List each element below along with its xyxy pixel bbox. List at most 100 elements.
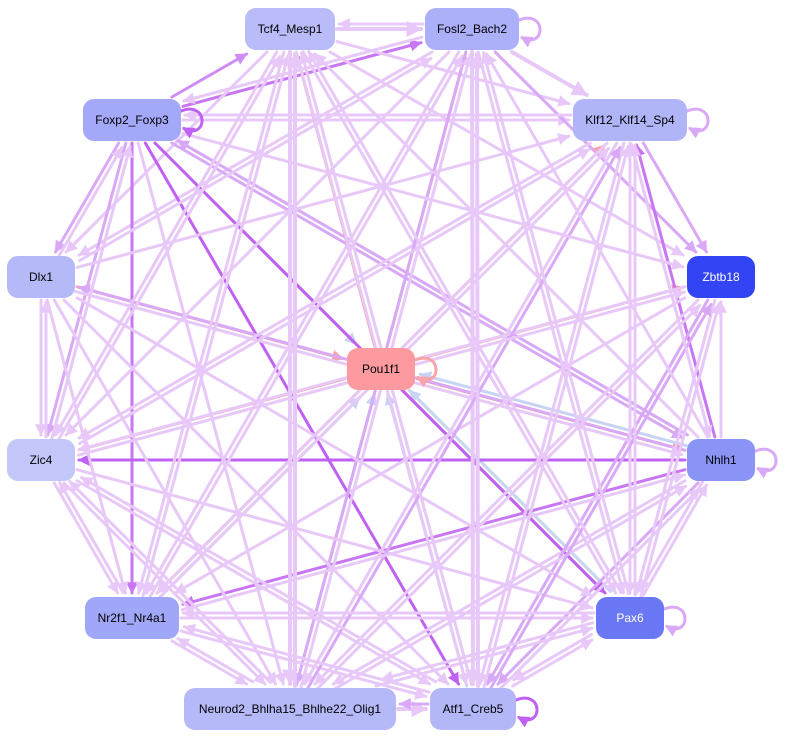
- node-label-dlx1: Dlx1: [29, 270, 53, 284]
- node-zic4: Zic4: [7, 439, 75, 481]
- edge-nhlh1-to-foxp2: [176, 139, 689, 437]
- edge-pax6-to-pou1f1: [408, 388, 613, 593]
- node-box-foxp2: [83, 99, 181, 141]
- self-loop-foxp2: [178, 107, 204, 139]
- self-loop-nhlh1: [752, 447, 778, 479]
- node-box-atf1: [430, 688, 516, 730]
- node-fosl2: Fosl2_Bach2: [425, 8, 519, 50]
- edge-dlx1-to-fosl2: [77, 56, 433, 263]
- edge-dlx1-to-klf12: [75, 133, 571, 269]
- edge-atf1-to-fosl2: [469, 51, 486, 688]
- edge-zic4-to-tcf4: [57, 55, 282, 442]
- edge-foxp2-to-neurod2: [136, 141, 287, 686]
- edge-nhlh1-to-atf1: [496, 481, 700, 686]
- node-klf12: Klf12_Klf14_Sp4: [573, 99, 687, 141]
- edge-tcf4-to-nr2f1: [135, 50, 286, 595]
- edge-fosl2-to-atf1: [464, 50, 481, 686]
- node-pax6: Pax6: [596, 597, 664, 639]
- edges-layer: [35, 18, 727, 717]
- node-foxp2: Foxp2_Foxp3: [83, 99, 181, 141]
- node-tcf4: Tcf4_Mesp1: [245, 8, 335, 50]
- edge-neurod2-to-zic4: [68, 479, 273, 684]
- edge-nhlh1-to-neurod2: [331, 479, 687, 686]
- node-zbtb18: Zbtb18: [687, 256, 755, 298]
- node-box-tcf4: [245, 8, 335, 50]
- edge-atf1-to-klf12: [482, 144, 632, 689]
- node-pou1f1: Pou1f1: [347, 348, 415, 390]
- edge-klf12-to-atf1: [476, 141, 626, 686]
- node-atf1: Atf1_Creb5: [430, 688, 516, 730]
- node-dlx1: Dlx1: [7, 256, 75, 298]
- edge-klf12-to-nhlh1: [629, 142, 713, 438]
- node-label-foxp2: Foxp2_Foxp3: [95, 113, 169, 127]
- node-box-pou1f1: [347, 348, 415, 390]
- edge-nr2f1-to-tcf4: [141, 53, 292, 598]
- node-box-fosl2: [425, 8, 519, 50]
- node-box-pax6: [596, 597, 664, 639]
- node-label-zic4: Zic4: [30, 453, 53, 467]
- edge-nr2f1-to-nhlh1: [180, 472, 686, 612]
- edge-klf12-to-zic4: [77, 141, 592, 440]
- self-loop-pax6: [661, 605, 687, 637]
- edge-nr2f1-to-fosl2: [148, 54, 464, 599]
- self-loops-layer: [178, 16, 778, 728]
- edge-pax6-to-zbtb18: [639, 301, 723, 598]
- edge-tcf4-to-pax6: [301, 50, 618, 595]
- edge-tcf4-to-dlx1: [64, 50, 269, 254]
- edge-pax6-to-nhlh1: [641, 483, 709, 597]
- node-box-dlx1: [7, 256, 75, 298]
- edge-fosl2-to-zic4: [64, 50, 451, 437]
- edge-dlx1-to-pax6: [75, 296, 594, 598]
- node-label-klf12: Klf12_Klf14_Sp4: [585, 113, 675, 127]
- edge-atf1-to-nhlh1: [497, 487, 702, 692]
- edge-zbtb18-to-nr2f1: [173, 296, 687, 595]
- edge-dlx1-to-nr2f1: [45, 298, 129, 595]
- node-box-nr2f1: [85, 597, 179, 639]
- self-loop-pou1f1: [412, 356, 438, 388]
- edge-fosl2-to-pax6: [476, 50, 627, 595]
- node-box-neurod2: [184, 688, 396, 730]
- node-label-nhlh1: Nhlh1: [705, 453, 737, 467]
- node-box-klf12: [573, 99, 687, 141]
- node-neurod2: Neurod2_Bhlha15_Bhlhe22_Olig1: [184, 688, 396, 730]
- node-box-nhlh1: [687, 439, 755, 481]
- edge-foxp2-to-tcf4: [170, 52, 249, 99]
- edge-foxp2-to-nhlh1: [170, 141, 685, 440]
- node-label-zbtb18: Zbtb18: [702, 270, 740, 284]
- edge-zic4-to-atf1: [75, 479, 432, 686]
- edge-dlx1-to-foxp2: [57, 146, 124, 259]
- edge-fosl2-to-klf12: [509, 50, 589, 97]
- node-nr2f1: Nr2f1_Nr4a1: [85, 597, 179, 639]
- edge-zic4-to-nr2f1: [52, 481, 120, 595]
- self-loop-fosl2: [516, 16, 542, 48]
- node-label-fosl2: Fosl2_Bach2: [437, 22, 507, 36]
- edge-klf12-to-zbtb18: [641, 141, 709, 254]
- edge-nhlh1-to-pax6: [638, 479, 705, 593]
- edge-pax6-to-fosl2: [480, 51, 631, 596]
- self-loop-atf1: [513, 696, 539, 728]
- edge-foxp2-to-dlx1: [53, 141, 121, 254]
- edge-zic4-to-pax6: [75, 468, 594, 611]
- edge-zic4-to-foxp2: [50, 144, 134, 440]
- edge-nr2f1-to-atf1: [179, 629, 428, 700]
- node-box-zbtb18: [687, 256, 755, 298]
- node-box-zic4: [7, 439, 75, 481]
- edge-neurod2-to-nr2f1: [176, 637, 255, 684]
- node-nhlh1: Nhlh1: [687, 439, 755, 481]
- edge-pax6-to-atf1: [512, 633, 593, 682]
- node-label-neurod2: Neurod2_Bhlha15_Bhlhe22_Olig1: [199, 702, 381, 716]
- node-label-atf1: Atf1_Creb5: [443, 702, 504, 716]
- edge-foxp2-to-zbtb18: [181, 132, 685, 270]
- edge-atf1-to-zic4: [79, 476, 438, 684]
- node-label-nr2f1: Nr2f1_Nr4a1: [98, 611, 167, 625]
- edge-neurod2-to-pax6: [374, 625, 594, 688]
- edge-pax6-to-neurod2: [380, 621, 595, 683]
- edge-fosl2-to-foxp2: [182, 35, 424, 104]
- node-label-pou1f1: Pou1f1: [362, 362, 400, 376]
- edge-zic4-to-klf12: [77, 147, 591, 446]
- edge-pax6-to-tcf4: [307, 50, 623, 595]
- node-label-pax6: Pax6: [616, 611, 644, 625]
- edge-nr2f1-to-zic4: [58, 481, 125, 595]
